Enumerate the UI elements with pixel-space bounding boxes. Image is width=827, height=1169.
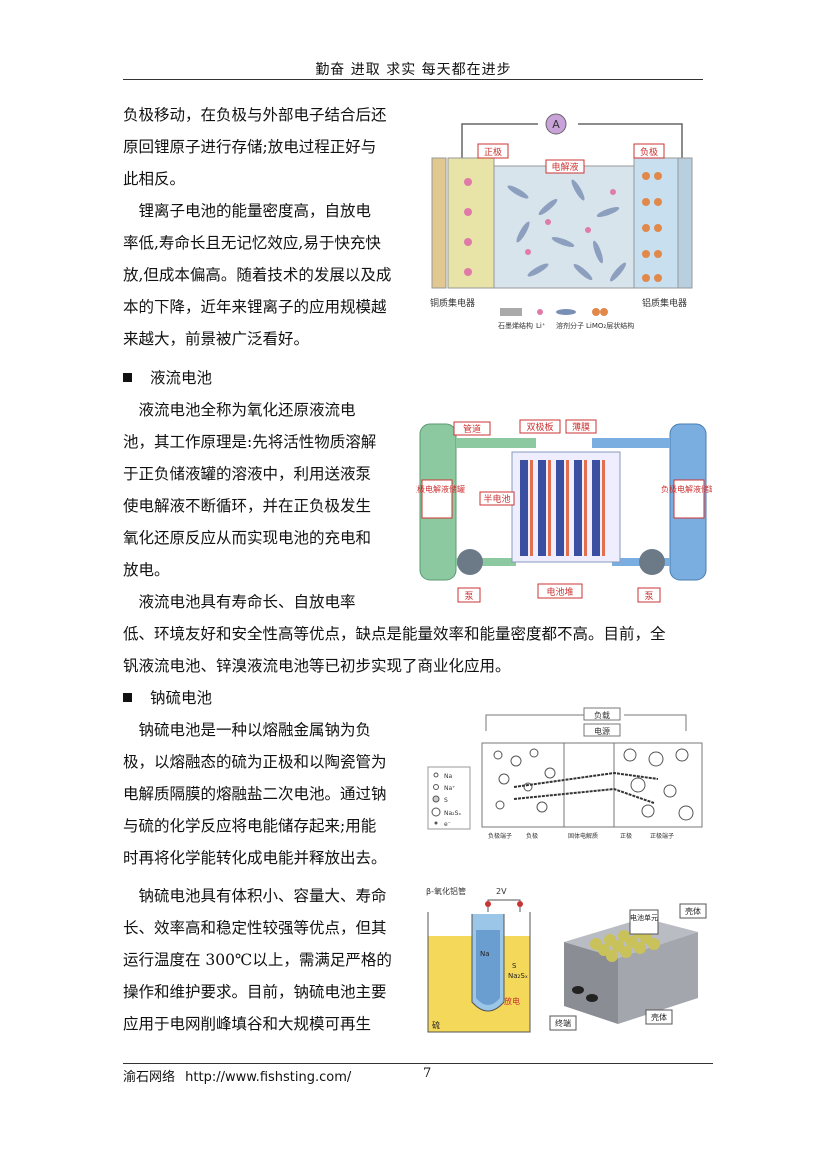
- text-line: 放,但成本偏高。随着技术的发展以及成: [123, 266, 392, 284]
- pump-right-label: 泵: [644, 591, 653, 602]
- text-line: 氧化还原反应从而实现电池的充电和: [123, 529, 372, 547]
- pump-left-icon: [457, 549, 483, 575]
- text-line: 池，其工作原理是:先将活性物质溶解: [123, 433, 377, 451]
- text-line: 运行温度在 300℃以上，需满足严格的: [123, 951, 392, 969]
- bottom-label-neg: 负极: [526, 832, 538, 840]
- footer-company: 渝石网络: [123, 1070, 176, 1085]
- text-line: 低、环境友好和安全性高等优点，缺点是能量效率和能量密度都不高。目前，全: [123, 625, 666, 643]
- text-line: 使电解液不断循环，并在正负极发生: [123, 497, 372, 515]
- text-line: 钒液流电池、锌溴液流电池等已初步实现了商业化应用。: [123, 657, 511, 675]
- discharge-label: 放电: [504, 996, 520, 1006]
- text-line: 原回锂原子进行存储;放电过程正好与: [123, 138, 377, 156]
- shell-top-label: 壳体: [685, 906, 701, 916]
- nas-tube-diagram: β-氧化铝管 2V Na S Na₂Sₓ 放电 硫: [424, 884, 536, 1036]
- text-line: 来越大，前景被广泛看好。: [123, 330, 310, 348]
- positive-label: 正极: [484, 146, 502, 158]
- pipe-label: 管道: [463, 423, 481, 435]
- voltage-label: 2V: [496, 887, 507, 896]
- text-line: 时再将化学能转化成电能并释放出去。: [123, 849, 387, 867]
- nas-schematic: 负载 电源 Na Na⁺ S Na₂Sₓ e⁻ 负极端子 负极 固体电解质 正极…: [424, 695, 706, 845]
- text-line: 液流电池全称为氧化还原液流电: [123, 401, 356, 419]
- text-line: 锂离子电池的能量密度高，自放电: [123, 202, 372, 220]
- text-line: 与硫的化学反应将电能储存起来;用能: [123, 817, 377, 835]
- legend-solvent: 溶剂分子: [556, 321, 584, 330]
- cu-collector-label: 铜质集电器: [430, 297, 475, 309]
- bottom-label-pos: 正极: [620, 832, 632, 840]
- shell-bottom-label: 壳体: [651, 1012, 667, 1022]
- text-line: 负极移动，在负极与外部电子结合后还: [123, 106, 387, 124]
- bottom-label-pos-terminal: 正极端子: [650, 832, 674, 840]
- membrane-label: 薄膜: [572, 421, 590, 433]
- terminal-icon: [572, 986, 584, 994]
- bullet-square: [123, 693, 132, 702]
- nasx-label: Na₂Sₓ: [508, 972, 528, 980]
- text-line: 放电。: [123, 561, 170, 579]
- text-line: 此相反。: [123, 170, 186, 188]
- neg-tank-label: 负极电解液储罐: [661, 484, 712, 494]
- text-line: 钠硫电池具有体积小、容量大、寿命: [123, 887, 387, 905]
- na-label: Na: [480, 950, 490, 958]
- ammeter-label: A: [552, 118, 560, 131]
- nas-battery-heading: 钠硫电池: [123, 682, 212, 714]
- li-ion-paragraph: 负极移动，在负极与外部电子结合后还 原回锂原子进行存储;放电过程正好与 此相反。…: [123, 99, 423, 355]
- legend-na-ion: Na⁺: [444, 785, 455, 792]
- text-line: 电解质隔膜的熔融盐二次电池。通过钠: [123, 785, 387, 803]
- stack-label: 电池堆: [546, 586, 573, 598]
- electrolyte-label: 电解液: [551, 161, 578, 173]
- text-line: 钠硫电池是一种以熔融金属钠为负: [123, 721, 372, 739]
- half-cell-label: 半电池: [483, 493, 510, 505]
- tube-label: β-氧化铝管: [426, 886, 466, 896]
- pos-terminal-icon: [517, 901, 523, 907]
- legend-na: Na: [444, 773, 452, 780]
- legend-electron: e⁻: [444, 821, 451, 828]
- bottom-label-neg-terminal: 负极端子: [488, 832, 512, 840]
- ammeter-icon: [545, 113, 567, 135]
- page-number: 7: [423, 1066, 432, 1081]
- nas-module-diagram: 壳体 电池单元 终端 壳体: [548, 898, 708, 1036]
- text-line: 操作和维护要求。目前，钠硫电池主要: [123, 983, 387, 1001]
- bottom-label-electrolyte: 固体电解质: [568, 832, 598, 840]
- header-rule: [123, 79, 703, 80]
- text-line: 液流电池具有寿命长、自放电率: [123, 593, 356, 611]
- legend-s: S: [444, 797, 448, 804]
- pump-left-label: 泵: [464, 591, 473, 602]
- sulfur-label: 硫: [432, 1020, 440, 1030]
- header-motto: 勤奋 进取 求实 每天都在进步: [315, 62, 512, 78]
- footer-url[interactable]: http://www.fishsting.com/: [185, 1070, 352, 1085]
- flow-battery-diagram: 管道 双极板 薄膜 正极电解液储罐 负极电解液储罐 半电池 泵 电池堆 泵: [416, 416, 712, 606]
- legend-li-ion: Li⁺: [536, 322, 546, 330]
- text-line: 本的下降，近年来锂离子的应用规模越: [123, 298, 387, 316]
- footer-rule: [123, 1063, 713, 1064]
- cell-label: 电池单元: [630, 913, 658, 922]
- flow-battery-paragraph-full: 低、环境友好和安全性高等优点，缺点是能量效率和能量密度都不高。目前，全 钒液流电…: [123, 618, 713, 682]
- heading-text: 液流电池: [150, 369, 213, 387]
- flow-battery-heading: 液流电池: [123, 362, 212, 394]
- text-line: 于正负储液罐的溶液中，利用送液泵: [123, 465, 372, 483]
- al-collector-label: 铝质集电器: [642, 297, 687, 309]
- s-label: S: [512, 962, 517, 970]
- text-line: 率低,寿命长且无记忆效应,易于快充快: [123, 234, 381, 252]
- text-line: 应用于电网削峰填谷和大规模可再生: [123, 1015, 372, 1033]
- neg-terminal-icon: [485, 901, 491, 907]
- text-line: 长、效率高和稳定性较强等优点，但其: [123, 919, 387, 937]
- li-ion-diagram: A 正极 电解液 负极 铜质集电器 铝质集电器 石墨烯结构 Li⁺ 溶剂分子 L…: [428, 112, 698, 344]
- legend-limo2: LiMO₂层状结构: [586, 321, 634, 330]
- flow-battery-paragraph: 液流电池全称为氧化还原液流电 池，其工作原理是:先将活性物质溶解 于正负储液罐的…: [123, 394, 413, 618]
- bipolar-label: 双极板: [526, 421, 553, 433]
- bullet-square: [123, 373, 132, 382]
- heading-text: 钠硫电池: [150, 689, 213, 707]
- pump-right-icon: [639, 549, 665, 575]
- pos-tank-label: 正极电解液储罐: [416, 484, 465, 494]
- negative-label: 负极: [640, 146, 658, 158]
- terminal-label: 终端: [555, 1018, 571, 1028]
- source-label: 电源: [594, 726, 610, 736]
- load-label: 负载: [594, 710, 610, 720]
- text-line: 极，以熔融态的硫为正极和以陶瓷管为: [123, 753, 387, 771]
- legend-graphene: 石墨烯结构: [498, 321, 533, 330]
- nas-battery-paragraph: 钠硫电池是一种以熔融金属钠为负 极，以熔融态的硫为正极和以陶瓷管为 电解质隔膜的…: [123, 714, 423, 1040]
- footer: 渝石网络 http://www.fishsting.com/ 7: [123, 1066, 431, 1085]
- legend-na2sx: Na₂Sₓ: [444, 810, 461, 817]
